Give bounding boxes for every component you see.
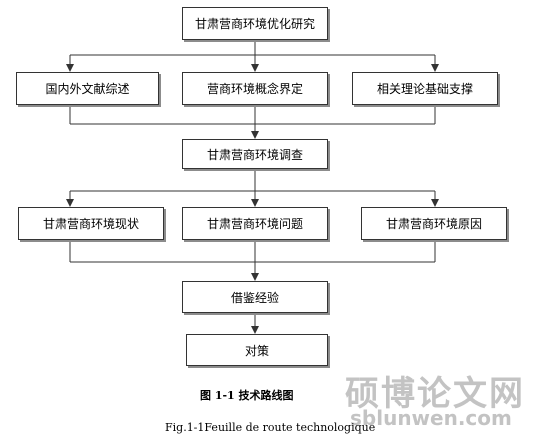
node-countermeasures: 对策 bbox=[186, 334, 328, 366]
node-environment-survey: 甘肃营商环境调查 bbox=[182, 139, 328, 169]
figure-caption-english: Fig.1-1Feuille de route technologique bbox=[165, 421, 376, 434]
node-theory-basis: 相关理论基础支撑 bbox=[352, 72, 498, 105]
node-environment-problems: 甘肃营商环境问题 bbox=[182, 207, 328, 240]
node-environment-causes: 甘肃营商环境原因 bbox=[361, 207, 507, 240]
node-environment-status: 甘肃营商环境现状 bbox=[18, 207, 164, 240]
figure-caption-chinese: 图 1-1 技术路线图 bbox=[200, 389, 294, 402]
node-experience: 借鉴经验 bbox=[182, 281, 328, 313]
node-concept-definition: 营商环境概念界定 bbox=[182, 72, 328, 105]
watermark-url: sblunwen.com bbox=[350, 406, 512, 430]
watermark-logo-text: 硕博论文网 bbox=[345, 374, 525, 414]
node-literature-review: 国内外文献综述 bbox=[16, 72, 159, 105]
node-research-topic: 甘肃营商环境优化研究 bbox=[182, 7, 328, 40]
